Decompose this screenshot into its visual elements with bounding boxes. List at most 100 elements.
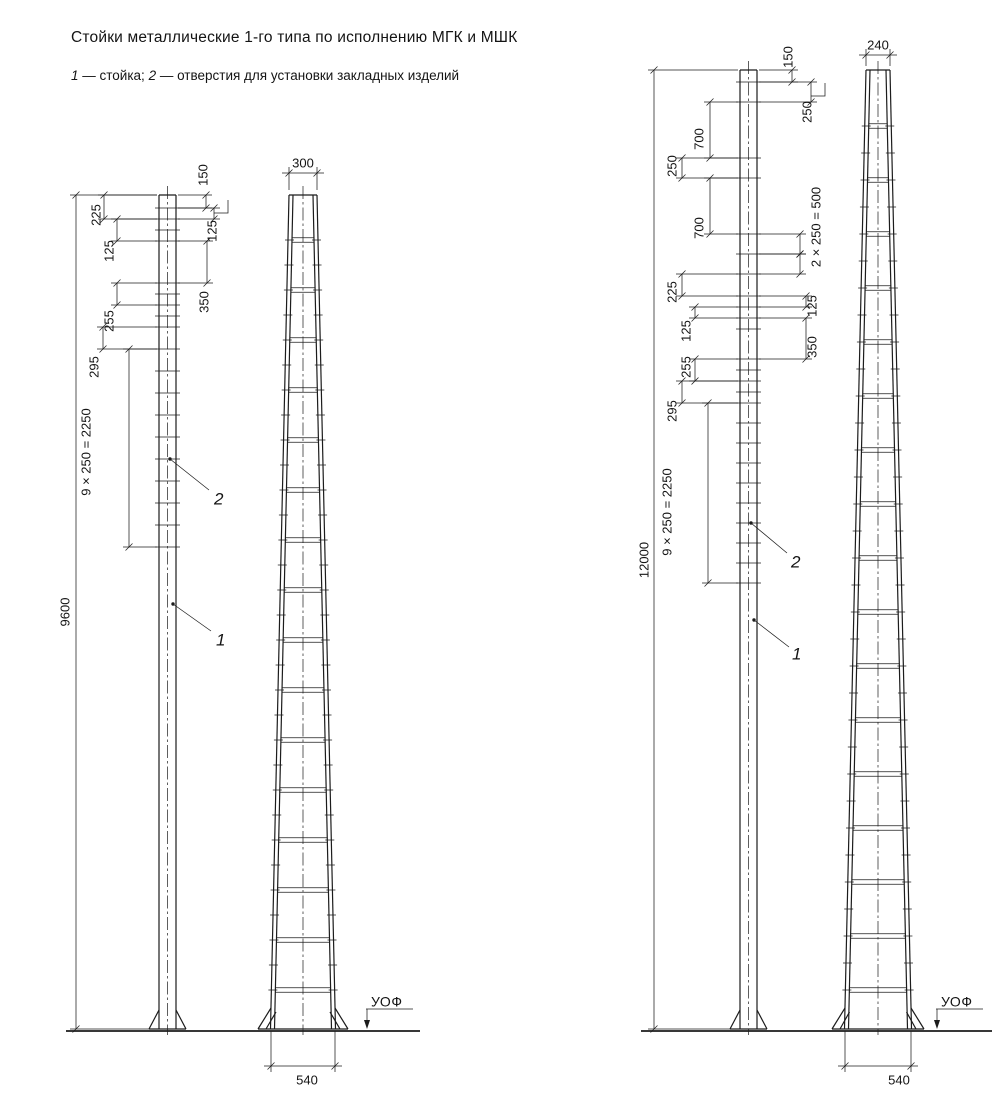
dim-tick	[796, 230, 804, 238]
dim-label-125-right: 125	[204, 220, 219, 242]
dim-label-250-right: 250	[799, 101, 814, 123]
callout-stand-label: 1	[792, 644, 801, 663]
dim-label-2250: 9 × 250 = 2250	[659, 468, 674, 555]
dim-tick	[113, 215, 121, 223]
dim-label-225: 225	[88, 204, 103, 226]
legend-callout-1: 1	[71, 68, 79, 83]
dim-tick	[678, 270, 686, 278]
dim-tick	[202, 191, 210, 199]
dim-tick	[706, 174, 714, 182]
dim-tick	[691, 303, 699, 311]
side-edge-inner	[312, 194, 333, 1030]
callout-holes-label: 2	[790, 552, 801, 571]
down-arrow-icon	[364, 1020, 370, 1029]
dim-label-150: 150	[780, 46, 795, 68]
dim-tick	[125, 345, 133, 353]
dim-tick	[113, 237, 121, 245]
right-pole-front-outline	[739, 69, 758, 1029]
dim-label-700-upper: 700	[691, 128, 706, 150]
dim-label-350: 350	[196, 291, 211, 313]
dim-tick	[210, 204, 218, 212]
dim-tick	[203, 279, 211, 287]
dim-tick	[678, 399, 686, 407]
callout-leader-stand-right	[753, 619, 790, 648]
dim-tick	[788, 66, 796, 74]
dim-label-height-9600: 9600	[57, 598, 72, 627]
right-pole-side-base	[831, 1007, 925, 1030]
dim-tick	[313, 169, 321, 177]
dim-label-125-left: 125	[678, 320, 693, 342]
dim-tick	[203, 237, 211, 245]
dim-tick	[678, 377, 686, 385]
drawing-title: Стойки металлические 1-го типа по исполн…	[71, 29, 518, 46]
legend-callout-2: 2	[148, 68, 157, 83]
left-pole-side-base	[257, 1007, 349, 1030]
callout-leader-holes-left	[169, 458, 210, 491]
dim-leader-bracket	[811, 83, 826, 97]
dim-tick	[100, 215, 108, 223]
static-geometry	[66, 61, 992, 1035]
dim-tick	[72, 191, 80, 199]
dim-tick	[706, 230, 714, 238]
dim-label-125-right: 125	[804, 295, 819, 317]
side-edge	[269, 194, 290, 1030]
left-pole-front-base	[148, 1009, 187, 1030]
dim-tick	[802, 355, 810, 363]
side-edge	[843, 69, 867, 1030]
callout-dot	[752, 618, 756, 622]
dim-tick	[691, 355, 699, 363]
dim-label-250-left: 250	[664, 155, 679, 177]
dim-label-height-12000: 12000	[636, 542, 651, 578]
dim-tick	[862, 51, 870, 59]
callout-dot	[168, 457, 172, 461]
dim-label-225: 225	[664, 281, 679, 303]
dim-tick	[802, 314, 810, 322]
dim-label-350: 350	[804, 336, 819, 358]
dim-tick	[802, 303, 810, 311]
dim-label-2250: 9 × 250 = 2250	[78, 408, 93, 495]
dim-label-700-lower: 700	[691, 217, 706, 239]
dim-tick	[796, 270, 804, 278]
dim-tick	[796, 250, 804, 258]
right-pole-front-base	[729, 1009, 768, 1030]
dim-tick	[691, 314, 699, 322]
callout-holes-label: 2	[213, 489, 224, 508]
dim-tick	[113, 301, 121, 309]
dim-tick	[113, 279, 121, 287]
dim-tick	[704, 399, 712, 407]
side-edge-inner	[885, 69, 909, 1030]
dim-tick	[706, 98, 714, 106]
dim-tick	[331, 1062, 339, 1070]
dim-label-150: 150	[195, 164, 210, 186]
callout-leader-holes-right	[750, 522, 788, 554]
ground-level-mark-left	[364, 1008, 413, 1029]
ground-mark-label: УОФ	[371, 994, 402, 1010]
dim-label-top-width-240: 240	[867, 37, 889, 52]
dim-tick	[285, 169, 293, 177]
dim-label-295: 295	[664, 400, 679, 422]
ground-level-mark-right	[934, 1008, 983, 1029]
callout-stand-label: 1	[216, 630, 225, 649]
side-edge-inner	[273, 194, 294, 1030]
dimension-labels: 150 225 125 125 350 255 295 9 × 250 = 22…	[57, 37, 972, 1087]
dim-tick	[125, 543, 133, 551]
ground-mark-label: УОФ	[941, 994, 972, 1010]
dim-leader-bracket	[214, 200, 229, 214]
dim-tick	[802, 292, 810, 300]
dim-tick	[841, 1062, 849, 1070]
callout-dot	[749, 521, 753, 525]
dim-label-295: 295	[86, 356, 101, 378]
callout-dot	[171, 602, 175, 606]
dim-label-255: 255	[101, 310, 116, 332]
dim-tick	[678, 174, 686, 182]
dim-tick	[99, 345, 107, 353]
dim-tick	[650, 66, 658, 74]
dim-tick	[99, 323, 107, 331]
dim-tick	[807, 98, 815, 106]
dim-tick	[210, 215, 218, 223]
dim-label-top-width-300: 300	[292, 155, 314, 170]
dim-label-255: 255	[678, 356, 693, 378]
dim-tick	[886, 51, 894, 59]
